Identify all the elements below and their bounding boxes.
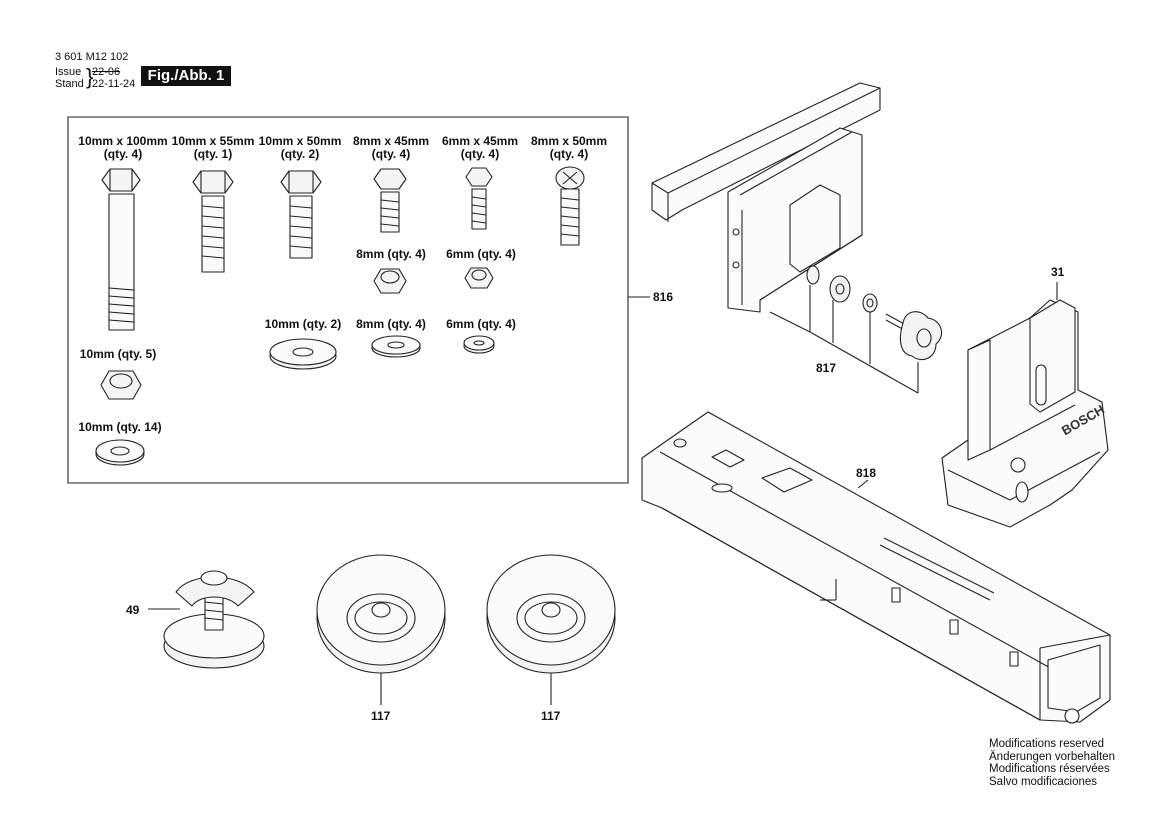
callout-817: 817 (816, 361, 837, 375)
callout-117-right: 117 (541, 709, 561, 723)
footer-line-en: Modifications reserved (989, 738, 1105, 750)
nut-label-8mm: 8mm (qty. 4) (356, 247, 426, 261)
callout-818: 818 (856, 466, 877, 480)
washer-6mm (463, 335, 495, 354)
bolt-label-10x100: 10mm x 100mm(qty. 4) (78, 134, 168, 161)
bolt-10x100 (101, 168, 141, 331)
issue-label: Issue (55, 66, 82, 78)
leveling-foot-49 (148, 570, 265, 669)
nut-8mm (373, 268, 407, 294)
bolt-8x45 (373, 168, 407, 233)
bolt-label-10x55: 10mm x 55mm(qty. 1) (171, 134, 255, 161)
callout-31: 31 (1051, 265, 1065, 279)
upper-bracket-part (651, 82, 881, 313)
washer-label-8mm: 8mm (qty. 4) (356, 317, 426, 331)
washer-8mm (371, 335, 421, 358)
wheel-117-right (486, 554, 616, 705)
bolt-10x55 (192, 170, 234, 273)
modifications-notice: Modifications reserved Änderungen vorbeh… (989, 738, 1115, 788)
bolt-8x50 (555, 166, 585, 246)
hardware-kit-frame (67, 116, 629, 484)
callout-117-left: 117 (371, 709, 391, 723)
callout-49: 49 (126, 603, 140, 617)
bolt-label-8x45: 8mm x 45mm(qty. 4) (352, 134, 430, 161)
bolt-label-10x50: 10mm x 50mm(qty. 2) (258, 134, 342, 161)
stand-value: 22-11-24 (92, 78, 136, 90)
part-number: 3 601 M12 102 (55, 51, 129, 63)
issue-value: 22-06 (92, 66, 121, 78)
nut-10mm (100, 370, 142, 400)
rail-818 (641, 411, 1111, 724)
washer-10mm-small (95, 439, 145, 466)
stand-label: Stand (55, 78, 84, 90)
nut-6mm (464, 267, 494, 289)
bolt-label-8x50: 8mm x 50mm(qty. 4) (530, 134, 608, 161)
washer-label-10mm-a: 10mm (qty. 2) (264, 317, 342, 331)
nut-label-10mm: 10mm (qty. 5) (79, 347, 157, 361)
nut-label-6mm: 6mm (qty. 4) (446, 247, 516, 261)
washer-label-10mm-b: 10mm (qty. 14) (78, 420, 162, 434)
footer-line-es: Salvo modificaciones (989, 775, 1098, 788)
knob-set-817 (769, 265, 943, 394)
washer-10mm-large (269, 338, 337, 370)
wheel-117-left (316, 554, 446, 705)
bracket-glyph: } (86, 64, 94, 89)
callout-816: 816 (653, 290, 674, 304)
footer-line-fr: Modifications réservées (989, 763, 1110, 775)
bolt-10x50 (280, 170, 322, 259)
bolt-6x45 (465, 167, 493, 230)
footer-line-de: Änderungen vorbehalten (989, 750, 1115, 763)
figure-badge: Fig./Abb. 1 (141, 66, 231, 86)
bolt-label-6x45: 6mm x 45mm(qty. 4) (441, 134, 519, 161)
washer-label-6mm: 6mm (qty. 4) (446, 317, 516, 331)
base-bracket-31 (941, 282, 1109, 528)
